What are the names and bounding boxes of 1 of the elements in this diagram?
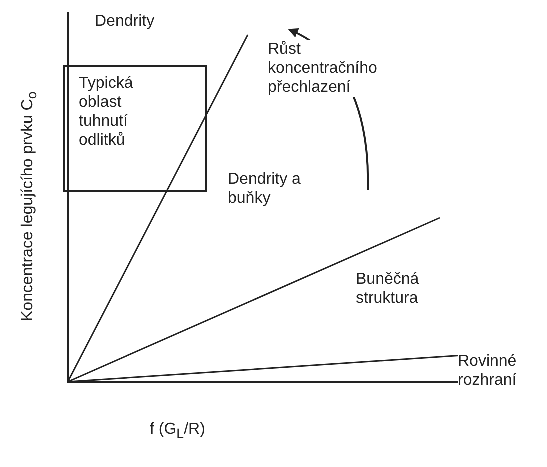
region-box [63,65,207,192]
